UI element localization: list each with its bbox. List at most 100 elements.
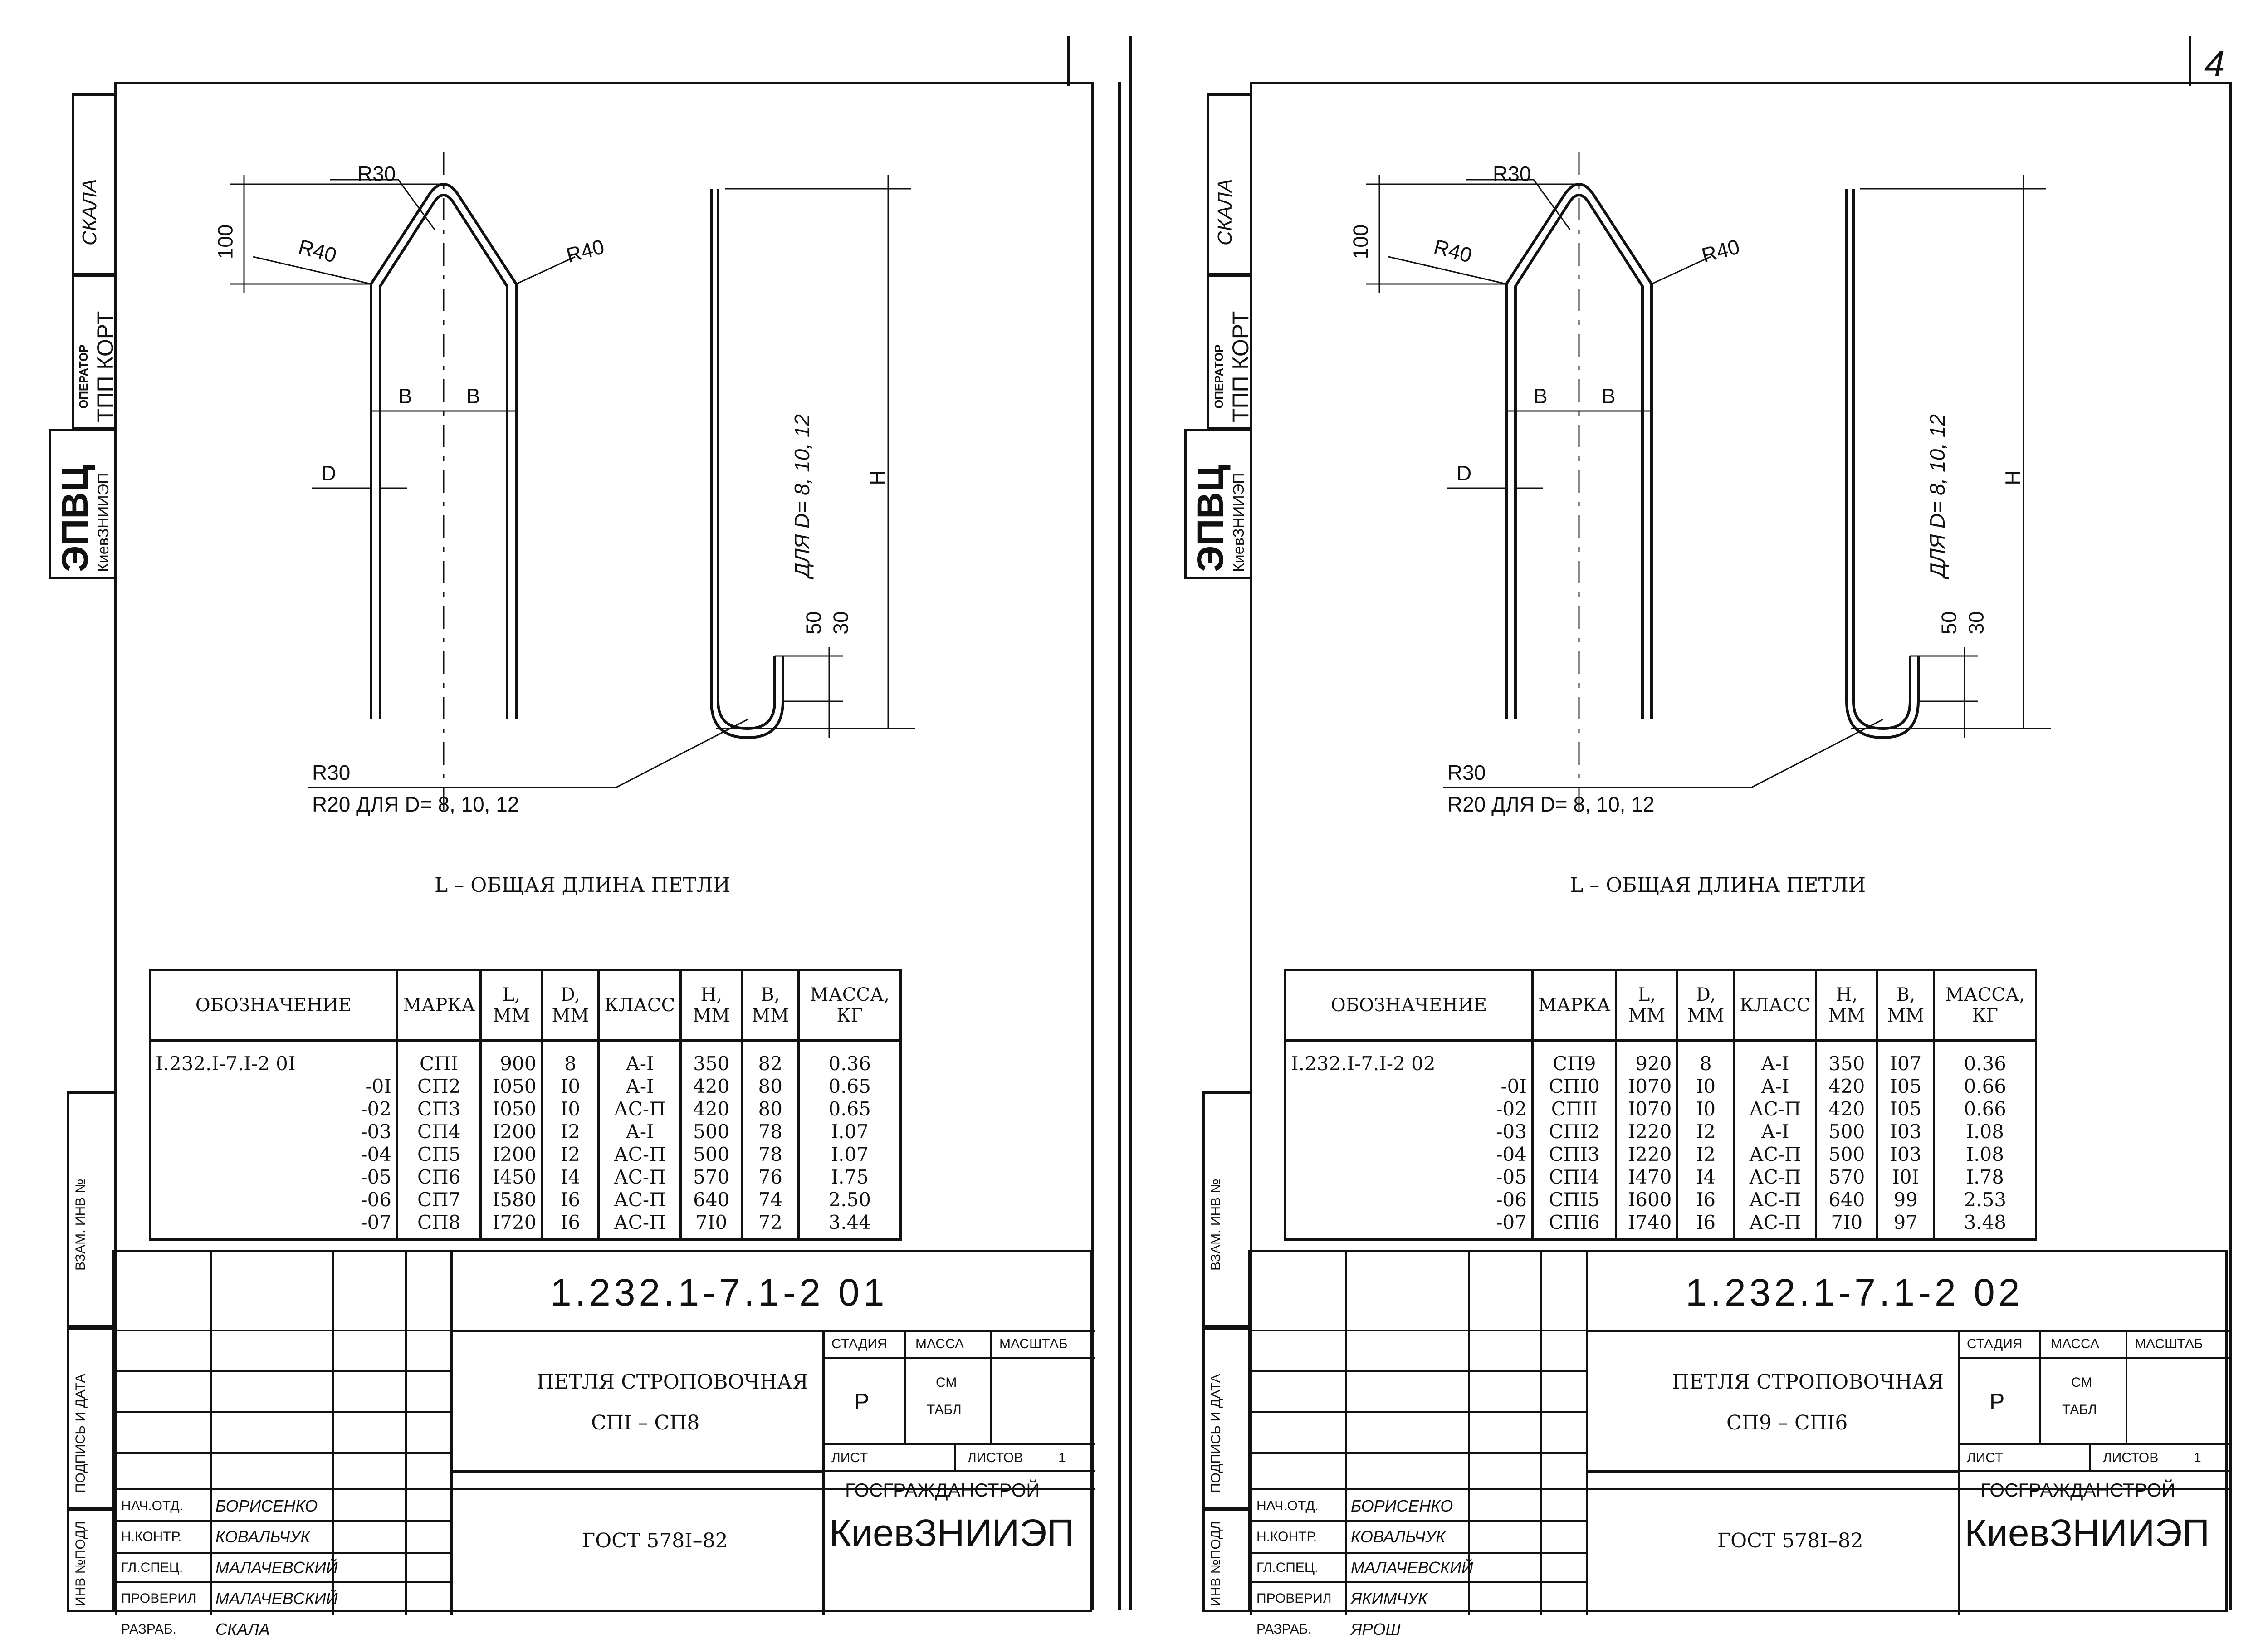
cell-marks: СП8 [417, 1211, 461, 1233]
radius-r30-bottom: R30 [312, 761, 351, 784]
cell-marks: СПI [420, 1052, 459, 1075]
cell-B: 80 [758, 1075, 782, 1097]
scale-header: МАСШТАБ [2135, 1336, 2203, 1351]
signer-name: БОРИСЕНКО [215, 1497, 318, 1515]
stage-value: Р [1989, 1389, 2005, 1414]
cell-marks: СП2 [417, 1075, 461, 1097]
cell-L: I720 [492, 1211, 537, 1233]
lifting-loop-drawing [230, 152, 915, 810]
cell-L: I470 [1628, 1166, 1672, 1188]
signer-name: КОВАЛЬЧУК [215, 1527, 310, 1546]
cell-D: 8 [564, 1052, 577, 1075]
inv-dup-box: ВЗАМ. ИНВ № [1202, 1091, 1252, 1327]
title-block: 1.232.1-7.1-2 01 ПЕТЛЯ СТРОПОВОЧНАЯ СПI … [112, 1250, 1095, 1639]
stage-header: СТАДИЯ [831, 1336, 887, 1351]
drawing-name-1: ПЕТЛЯ СТРОПОВОЧНАЯ [537, 1370, 808, 1394]
cell-B: I03 [1890, 1143, 1922, 1165]
gost-ref: ГОСТ 578I–82 [1717, 1529, 1863, 1552]
signer-name: ЯРОШ [1351, 1620, 1401, 1639]
mass-value-2: ТАБЛ [927, 1402, 962, 1417]
cell-B: 78 [758, 1143, 782, 1165]
designation-item: -04 [1496, 1143, 1527, 1165]
designation-item: -05 [1496, 1166, 1527, 1188]
cell-D: I6 [560, 1211, 581, 1233]
dim-30: 30 [1964, 611, 1988, 635]
cell-cls: А-I [626, 1075, 654, 1097]
org-name-1: ГОСГРАЖДАНСТРОЙ [845, 1479, 1040, 1501]
cell-cls: АС-П [1749, 1166, 1801, 1188]
cell-mass: I.78 [1966, 1166, 2004, 1188]
role-label: НАЧ.ОТД. [1256, 1498, 1319, 1513]
spec-header-5: Н, ММ [1815, 969, 1879, 1042]
inv-dup-label: ВЗАМ. ИНВ № [1208, 1179, 1223, 1271]
top-rule-left [1067, 36, 1070, 86]
cell-L: I200 [492, 1143, 537, 1165]
drawing-code: 1.232.1-7.1-2 01 [550, 1271, 888, 1314]
r20-note: R20 ДЛЯ D= 8, 10, 12 [312, 793, 519, 816]
role-label: Н.КОНТР. [1256, 1529, 1317, 1544]
col-designation: I.232.I-7.I-2 0I-0I-02-03-04-05-06-07 [149, 1039, 398, 1241]
radius-r30-bottom: R30 [1447, 761, 1486, 784]
sheets-count: 1 [2194, 1450, 2201, 1465]
cell-cls: АС-П [613, 1189, 666, 1211]
radius-r30-top: R30 [1493, 162, 1531, 186]
operator-label: ОПЕРАТОР [1212, 344, 1226, 409]
cell-marks: СП4 [417, 1120, 461, 1143]
cell-L: I070 [1628, 1075, 1672, 1097]
title-block: 1.232.1-7.1-2 02 ПЕТЛЯ СТРОПОВОЧНАЯ СП9 … [1248, 1250, 2230, 1639]
role-label: ПРОВЕРИЛ [1256, 1591, 1332, 1606]
mass-value-1: СМ [936, 1375, 957, 1390]
org-name-1: ГОСГРАЖДАНСТРОЙ [1980, 1479, 2175, 1501]
cell-marks: СПI5 [1549, 1189, 1600, 1211]
org-short: ЭПВЦ [54, 465, 96, 572]
cell-H: 420 [1828, 1098, 1865, 1120]
cell-D: I2 [560, 1143, 581, 1165]
cell-L: I200 [492, 1120, 537, 1143]
cell-H: 640 [693, 1189, 730, 1211]
cell-cls: АС-П [1749, 1189, 1801, 1211]
org-full: КиевЗНИИЭП [1230, 473, 1247, 572]
spec-header-6: В, ММ [1876, 969, 1936, 1042]
cell-D: I0 [560, 1075, 581, 1097]
dim-b-right: B [466, 384, 480, 408]
cell-H: 420 [693, 1098, 730, 1120]
mass-value-1: СМ [2071, 1375, 2092, 1390]
role-label: Н.КОНТР. [121, 1529, 182, 1544]
role-label: ПРОВЕРИЛ [121, 1591, 196, 1606]
radius-r30-top: R30 [357, 162, 396, 186]
signer-name: ЯКИМЧУК [1351, 1589, 1428, 1608]
designation-item: -06 [1496, 1189, 1527, 1211]
mass-value-2: ТАБЛ [2062, 1402, 2097, 1417]
cell-mass: 0.65 [828, 1098, 871, 1120]
operator-stamp: ОПЕРАТОР ТПП КОРТ [72, 275, 118, 429]
cell-cls: А-I [1761, 1120, 1789, 1143]
drawing-code: 1.232.1-7.1-2 02 [1686, 1271, 2024, 1314]
cell-H: 350 [1828, 1052, 1865, 1075]
dimension-lines [230, 175, 915, 788]
org-name-2: КиевЗНИИЭП [829, 1512, 1075, 1554]
cell-L: I450 [492, 1166, 537, 1188]
designation-item: -03 [361, 1120, 391, 1143]
sign-date-label: ПОДПИСЬ И ДАТА [1208, 1374, 1223, 1493]
cell-mass: I.75 [831, 1166, 869, 1188]
cell-cls: АС-П [1749, 1098, 1801, 1120]
h-note: ДЛЯ D= 8, 10, 12 [790, 414, 814, 577]
scale-label: СКАЛА [78, 179, 101, 245]
role-label: ГЛ.СПЕЦ. [121, 1560, 183, 1575]
cell-B: 80 [758, 1098, 782, 1120]
cell-B: 74 [758, 1189, 782, 1211]
cell-marks: СПI0 [1549, 1075, 1600, 1097]
cell-H: 500 [693, 1120, 730, 1143]
operator-label: ОПЕРАТОР [77, 344, 90, 409]
loop-side-view [1845, 189, 1920, 739]
lifting-loop-drawing [1366, 152, 2051, 810]
org-name-2: КиевЗНИИЭП [1965, 1512, 2210, 1554]
